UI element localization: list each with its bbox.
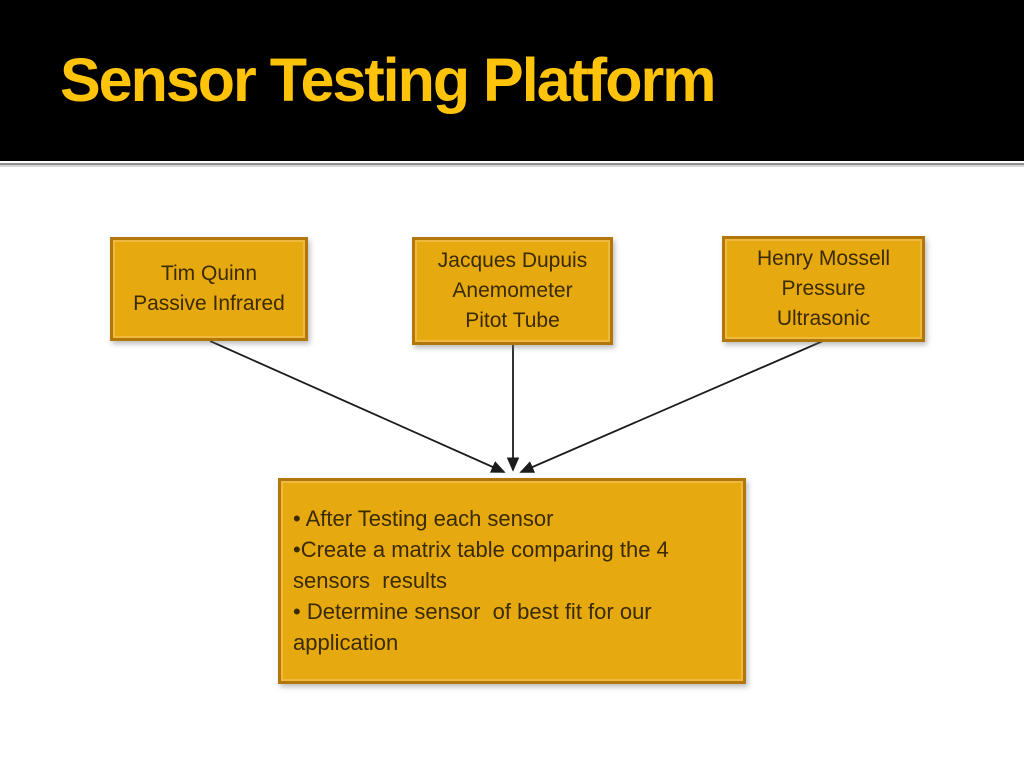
divider-light-line: [0, 165, 1024, 167]
sensor-type: Passive Infrared: [133, 292, 285, 315]
summary-box: • After Testing each sensor •Create a ma…: [278, 478, 746, 684]
person-name: Henry Mossell: [756, 247, 891, 270]
slide-title: Sensor Testing Platform: [60, 46, 716, 114]
sensor-box-henry-mossell: Henry Mossell Pressure Ultrasonic: [722, 236, 925, 342]
sensor-type: Pitot Tube: [465, 309, 560, 332]
sensor-box-jacques-dupuis: Jacques Dupuis Anemometer Pitot Tube: [412, 237, 613, 345]
bullet-item: • Determine sensor of best fit for our a…: [293, 599, 658, 655]
divider-dark-line: [0, 163, 1024, 165]
arrow-left-to-summary: [209, 340, 506, 473]
bullet-item: •Create a matrix table comparing the 4 s…: [293, 537, 675, 593]
sensor-type: Pressure: [781, 277, 866, 300]
sensor-box-tim-quinn: Tim Quinn Passive Infrared: [110, 237, 308, 341]
header-divider: [0, 163, 1024, 167]
bullet-item: • After Testing each sensor: [293, 506, 554, 531]
person-name: Jacques Dupuis: [437, 249, 588, 272]
slide-header: Sensor Testing Platform: [0, 0, 1024, 161]
person-name: Tim Quinn: [160, 262, 258, 285]
arrow-right-to-summary: [519, 340, 824, 473]
sensor-type: Ultrasonic: [776, 307, 871, 330]
sensor-type: Anemometer: [452, 279, 573, 302]
